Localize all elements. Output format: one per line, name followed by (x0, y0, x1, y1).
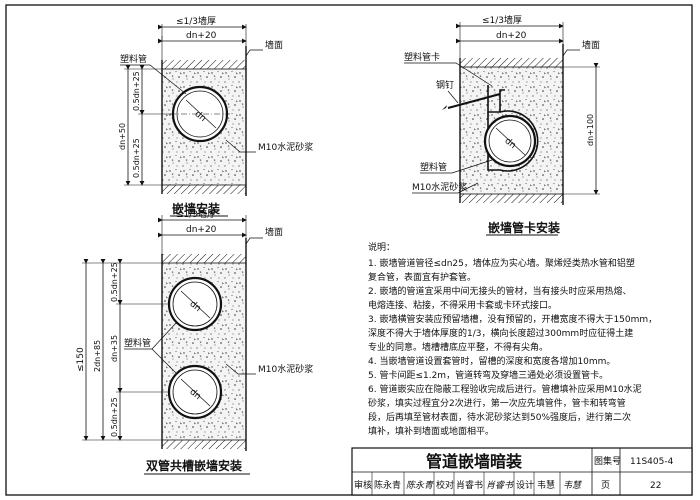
wall-hatch-bottom (162, 440, 246, 449)
figure-double-pipe: dn dn ≤1/3墙厚 dn+20 墙面 塑料管 M10水泥砂浆 ≤150 2… (76, 208, 313, 475)
dim-vertical-bottom: 0.5dn+25 (132, 138, 141, 178)
note-line: 5. 管卡间距≤1.2m，管道转弯及穿墙三通处必须设置管卡。 (368, 369, 608, 381)
label-pipe: 塑料管 (120, 53, 147, 65)
review-label: 审核 (354, 479, 372, 491)
figure-wall-embedded: dn ≤1/3墙厚 dn+20 塑料管 墙面 M10水泥砂浆 dn+50 0.5… (118, 15, 313, 217)
note-line: 填补，填补到墙面或地面相平。 (368, 425, 494, 437)
label-wall: 墙面 (582, 39, 600, 51)
title-block: 管道嵌墙暗装 图集号 11S405-4 页 22 审核 陈永青 陈永青 校对 肖… (351, 447, 693, 496)
note-line: 2. 嵌墙的管道宜采用中间无接头的管材，当有接头时应采用热熔、 (368, 285, 631, 297)
drawing-title: 管道嵌墙暗装 (426, 452, 522, 471)
note-line: 专业的同意。墙槽槽底应平整，不得有尖角。 (368, 341, 548, 353)
wall-hatch-top (162, 60, 246, 69)
check-name: 肖睿书 (456, 479, 483, 491)
label-pipe: 塑料管 (420, 161, 447, 173)
check-signature: 肖睿书 (486, 480, 515, 491)
label-mortar: M10水泥砂浆 (412, 181, 467, 193)
note-line: 4. 当嵌墙管道设置套管时，留槽的深度和宽度各增加10mm。 (368, 355, 615, 367)
notes-block: 说明： 1. 嵌墙管道管径≤dn25，墙体应为实心墙。聚烯烃类热水管和铝塑 复合… (368, 241, 657, 437)
dim-total: ≤150 (76, 347, 86, 372)
note-line: 段，后再填至管材表面，待水泥砂浆达到50%强度后，进行第二次 (368, 411, 631, 423)
dim-groove-width: dn+20 (186, 31, 217, 41)
design-signature: 韦慧 (563, 480, 582, 491)
dim-wall-thickness: ≤1/3墙厚 (482, 14, 522, 26)
note-line: 1. 嵌墙管道管径≤dn25，墙体应为实心墙。聚烯烃类热水管和铝塑 (368, 257, 635, 269)
note-line: 复合管，表面宜有护套管。 (368, 271, 476, 283)
label-mortar: M10水泥砂浆 (258, 363, 313, 375)
dim-wall-thickness: ≤1/3墙厚 (176, 15, 216, 27)
figure-caption: 嵌墙安装 (172, 201, 220, 216)
design-label: 设计 (516, 479, 534, 491)
label-mortar: M10水泥砂浆 (258, 141, 313, 153)
label-clip: 塑料管卡 (404, 51, 440, 63)
figure-caption: 嵌墙管卡安装 (488, 220, 560, 235)
page-label: 页 (601, 480, 610, 491)
check-label: 校对 (436, 479, 454, 491)
wall-hatch-bottom (162, 185, 246, 194)
wall-hatch-bottom (460, 194, 563, 203)
dim-top: 0.5dn+25 (110, 262, 119, 302)
note-line: 电熔连接、粘接，不得采用卡套或卡环式接口。 (368, 299, 557, 311)
notes-heading: 说明： (368, 241, 395, 253)
figure-wall-clip: dn ≤1/3墙厚 dn+20 塑料管卡 墙面 钢钉 塑料管 M10水泥砂浆 d… (404, 14, 600, 236)
label-pipe: 塑料管 (124, 337, 151, 349)
page-number: 22 (650, 481, 661, 491)
dim-groove-width: dn+20 (496, 31, 527, 41)
label-nail: 钢钉 (436, 79, 454, 91)
label-wall: 墙面 (265, 39, 283, 51)
wall-hatch-top (460, 58, 563, 67)
label-wall: 墙面 (265, 226, 283, 238)
note-line: 砂浆，填实过程宜分2次进行，第一次应先填管件，管卡和转弯管 (368, 397, 626, 409)
dim-vertical-total: dn+50 (118, 123, 127, 150)
dim-vertical-top: 0.5dn+25 (132, 71, 141, 111)
dim-mid: 2dn+85 (93, 340, 102, 372)
dim-wall-thickness: ≤1/3墙厚 (176, 208, 216, 220)
design-name: 韦慧 (537, 479, 555, 491)
dim-bottom: 0.5dn+25 (110, 397, 119, 437)
atlas-number: 11S405-4 (630, 457, 674, 467)
note-line: 6. 管道嵌实应在隐蔽工程验收完成后进行。管槽填补应采用M10水泥 (368, 383, 642, 395)
atlas-label: 图集号 (594, 455, 621, 467)
dim-groove-width: dn+20 (186, 225, 217, 235)
note-line: 3. 嵌墙横管安装应预留墙槽，没有预留的，开槽宽度不得大于150mm， (368, 313, 657, 325)
steel-nail (447, 93, 501, 109)
sheet-frame (5, 4, 693, 496)
dim-between: dn+35 (110, 335, 119, 362)
review-signature: 陈永青 (406, 480, 434, 491)
note-line: 深度不得大于墙体厚度的1/3，横向长度超过300mm时应征得土建 (368, 327, 633, 339)
figure-caption: 双管共槽嵌墙安装 (146, 458, 242, 473)
wall-hatch-top (162, 254, 246, 263)
review-name: 陈永青 (374, 479, 401, 491)
dim-vertical: dn+100 (586, 114, 595, 146)
